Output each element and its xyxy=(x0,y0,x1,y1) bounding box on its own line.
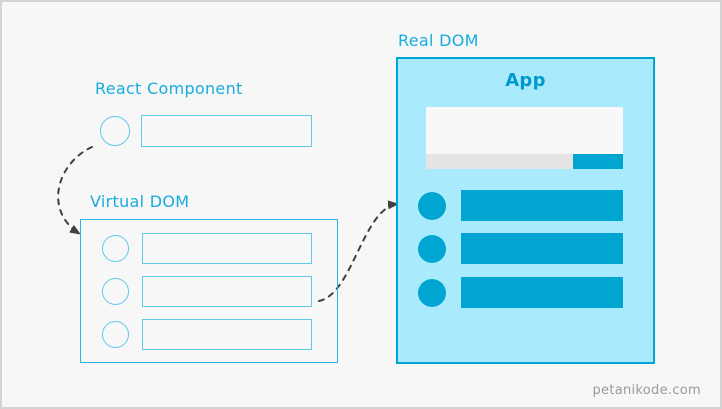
realdom-node-circle xyxy=(418,234,446,263)
realdom-node-bar xyxy=(461,190,623,221)
virtual-dom-row xyxy=(81,233,337,264)
vdom-node-circle xyxy=(102,235,129,262)
realdom-node-circle xyxy=(418,191,446,220)
vdom-node-circle xyxy=(102,278,129,305)
react-component-label: React Component xyxy=(95,79,243,98)
vdom-node-bar xyxy=(142,276,312,307)
vdom-node-circle xyxy=(102,321,129,348)
real-dom-row xyxy=(398,190,653,221)
vdom-node-bar xyxy=(142,319,312,350)
app-header-card-bar-fill xyxy=(573,154,623,169)
virtual-dom-row xyxy=(81,276,337,307)
real-dom-box: App xyxy=(396,57,655,364)
react-component-bar xyxy=(141,115,312,147)
real-dom-label: Real DOM xyxy=(398,31,479,50)
app-title: App xyxy=(505,70,546,91)
realdom-node-bar xyxy=(461,233,623,264)
virtual-dom-box xyxy=(80,219,338,363)
app-header-card xyxy=(426,107,623,169)
virtual-dom-row xyxy=(81,319,337,350)
watermark-text: petanikode.com xyxy=(592,383,701,398)
real-dom-row xyxy=(398,233,653,264)
react-component-circle xyxy=(100,116,130,146)
virtual-dom-label: Virtual DOM xyxy=(90,192,190,211)
vdom-node-bar xyxy=(142,233,312,264)
real-dom-row xyxy=(398,277,653,308)
realdom-node-bar xyxy=(461,277,623,308)
realdom-node-circle xyxy=(418,278,446,307)
app-header-card-bar xyxy=(426,154,623,169)
app-header-card-body xyxy=(426,107,623,154)
